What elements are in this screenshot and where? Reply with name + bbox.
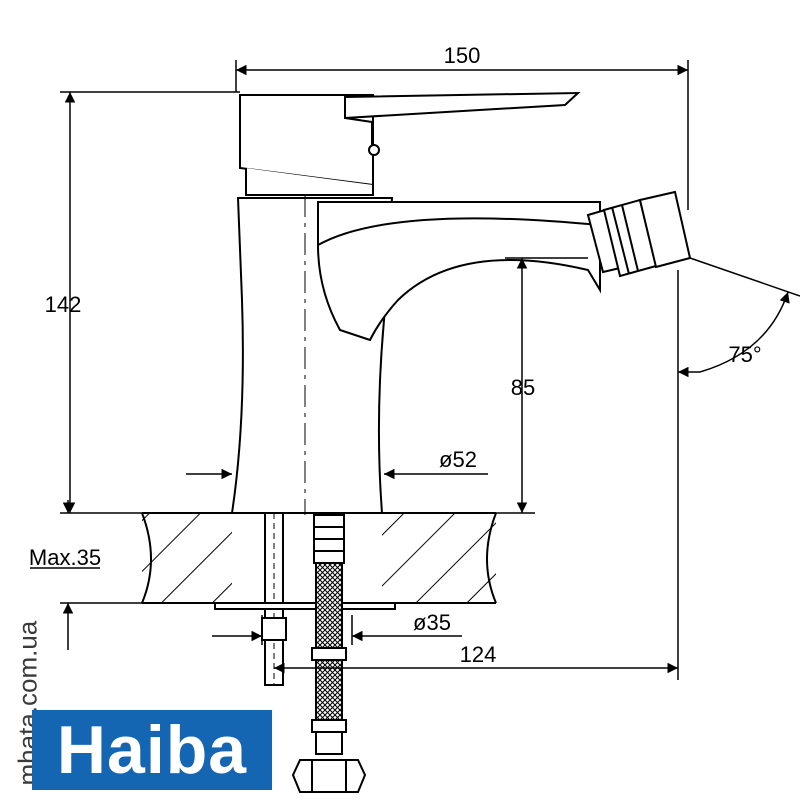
dim-spout-height-label: 85	[511, 375, 535, 400]
dim-width-label: 150	[444, 43, 481, 68]
brand-logo: Haiba	[32, 710, 272, 790]
dim-height-label: 142	[45, 292, 82, 317]
dim-body-diameter-label: ø52	[439, 447, 477, 472]
dimension-lines	[30, 60, 800, 680]
dim-hole-diameter-label: ø35	[413, 610, 451, 635]
dim-angle-label: 75°	[728, 342, 761, 367]
dim-reach-label: 124	[460, 642, 497, 667]
nozzle	[586, 190, 692, 278]
faucet-body	[230, 91, 692, 514]
supply-hose	[291, 514, 367, 793]
dim-max-thickness-label: Max.35	[29, 545, 101, 570]
mounting-stud	[214, 512, 396, 686]
